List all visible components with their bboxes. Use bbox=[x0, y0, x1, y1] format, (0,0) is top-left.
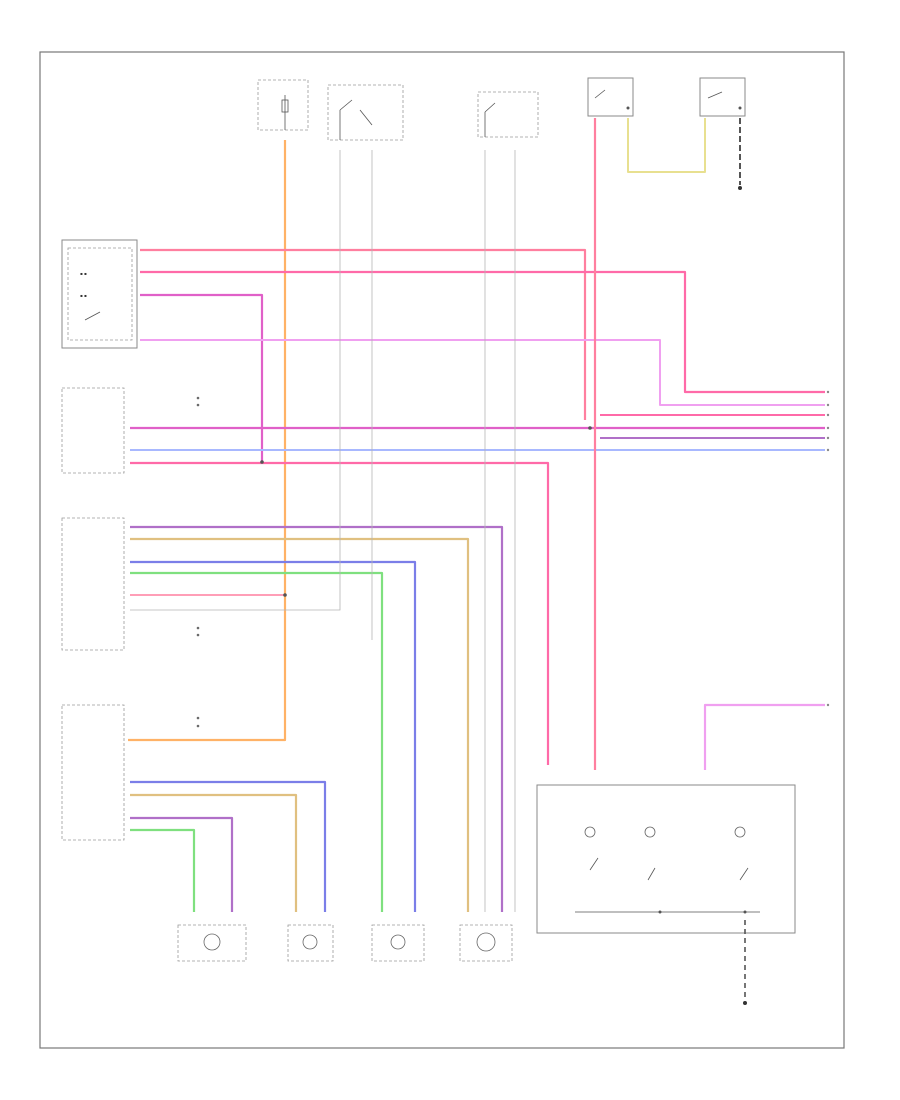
wire-pink-module1-mid bbox=[140, 270, 825, 394]
wire-tan-module3 bbox=[130, 537, 470, 912]
trunk-lamp-cluster bbox=[536, 784, 796, 934]
svg-text:▪ ▪: ▪ ▪ bbox=[80, 271, 87, 276]
wire-blue-module4 bbox=[130, 780, 327, 912]
wire-blue-module3 bbox=[130, 560, 417, 912]
wire-green-module3 bbox=[130, 571, 384, 912]
signal-wires bbox=[130, 150, 516, 912]
wire-tan-module4 bbox=[130, 793, 298, 912]
control-module-4 bbox=[61, 704, 125, 841]
lamp-pass-center bbox=[371, 924, 425, 962]
wire-green-module4 bbox=[130, 828, 196, 912]
door-switch-front-pass bbox=[327, 84, 404, 141]
wire-lilac-trunk bbox=[703, 703, 825, 770]
wire-violet-module3 bbox=[130, 525, 504, 912]
wire-yellow-top-loop bbox=[627, 118, 706, 173]
power-lock-switch-module: ▪ ▪ ▪ ▪ bbox=[61, 239, 138, 349]
wire-lilac-module1-bottom bbox=[140, 339, 825, 406]
switch-top-right-1 bbox=[587, 77, 634, 117]
lamp-left-front bbox=[287, 924, 334, 962]
wire-magenta-module1-low bbox=[140, 293, 264, 462]
fuse-component bbox=[257, 79, 309, 131]
svg-text:▪ ▪: ▪ ▪ bbox=[80, 293, 87, 298]
control-module-3 bbox=[61, 517, 125, 651]
lamp-right-front bbox=[459, 924, 513, 962]
ground-stack-bottom bbox=[743, 920, 747, 1005]
lamp-left-rear bbox=[177, 924, 247, 962]
wire-red-module1-top bbox=[140, 248, 587, 420]
ground-point-top bbox=[738, 186, 742, 190]
wire-pink-module2-out bbox=[130, 461, 550, 765]
wire-violet-module4 bbox=[130, 816, 234, 912]
wire-layer bbox=[128, 118, 825, 912]
door-switch-rear bbox=[477, 91, 539, 138]
right-edge-connectors bbox=[826, 390, 830, 707]
diagram-border bbox=[39, 51, 845, 1049]
splice-points bbox=[260, 426, 592, 597]
connector-tags bbox=[196, 396, 200, 728]
switch-top-right-2 bbox=[699, 77, 746, 117]
control-module-2 bbox=[61, 387, 125, 474]
